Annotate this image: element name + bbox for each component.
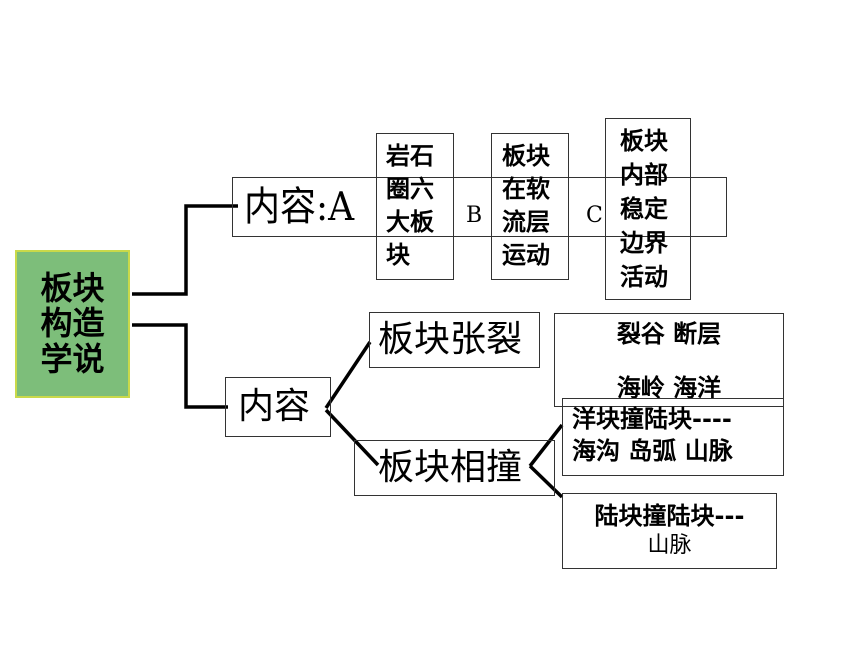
item-c-line-5: 活动 xyxy=(620,263,668,292)
collision-label: 板块相撞 xyxy=(378,447,523,488)
top-item-c-box xyxy=(605,118,691,300)
top-content-label: 内容:A xyxy=(244,184,355,230)
item-b-line-2: 在软 xyxy=(502,175,550,204)
rift-result-line-1: 裂谷 断层 xyxy=(616,320,722,348)
top-item-c-text: 板块 内部 稳定 边界 活动 xyxy=(620,124,668,294)
bottom-content-label: 内容 xyxy=(238,386,311,427)
item-c-line-2: 内部 xyxy=(620,161,668,190)
top-letter-c: C xyxy=(586,203,603,228)
item-a-line-4: 块 xyxy=(386,241,410,270)
continent-continent-line-1: 陆块撞陆块--- xyxy=(594,502,745,531)
top-item-a-box xyxy=(376,133,454,280)
item-a-line-2: 圈六 xyxy=(386,175,434,204)
rift-box xyxy=(369,312,540,368)
top-item-b-box xyxy=(491,133,569,280)
item-a-line-3: 大板 xyxy=(386,208,434,237)
rift-result-line-2: 海岭 海洋 xyxy=(616,374,722,402)
connector-root-to-top xyxy=(132,204,238,296)
item-b-line-1: 板块 xyxy=(502,142,550,170)
item-a-line-1: 岩石 xyxy=(386,142,434,170)
item-c-line-1: 板块 xyxy=(620,127,668,155)
root-line-1: 板块 xyxy=(40,269,105,308)
top-content-box xyxy=(232,177,727,237)
connector-collision-to-ocean xyxy=(528,423,564,468)
ocean-continent-text: 洋块撞陆块---- 海沟 岛弧 山脉 xyxy=(572,404,733,467)
item-b-line-3: 流层 xyxy=(502,208,550,237)
collision-box xyxy=(354,440,555,496)
top-item-b-text: 板块 在软 流层 运动 xyxy=(502,140,550,272)
root-line-3: 学说 xyxy=(40,339,105,378)
item-c-line-3: 稳定 xyxy=(620,195,668,224)
root-node: 板块 构造 学说 xyxy=(15,250,130,398)
continent-continent-box: 陆块撞陆块--- 山脉 xyxy=(562,493,777,569)
connector-root-to-bottom xyxy=(132,323,228,409)
top-letter-b: B xyxy=(466,203,483,228)
bottom-content-box xyxy=(225,377,331,437)
rift-label: 板块张裂 xyxy=(378,319,523,360)
root-line-2: 构造 xyxy=(40,304,105,343)
connector-collision-to-continent xyxy=(528,464,564,499)
item-b-line-4: 运动 xyxy=(502,241,550,270)
item-c-line-4: 边界 xyxy=(620,229,668,258)
rift-result-box: 裂谷 断层 海岭 海洋 xyxy=(554,313,784,407)
connector-content-to-rift xyxy=(324,341,372,409)
connector-content-to-collision xyxy=(324,408,380,467)
ocean-continent-line-2: 海沟 岛弧 山脉 xyxy=(572,436,733,465)
ocean-continent-line-1: 洋块撞陆块---- xyxy=(572,405,732,433)
top-item-a-text: 岩石 圈六 大板 块 xyxy=(386,140,434,272)
continent-continent-line-2: 山脉 xyxy=(647,533,692,559)
ocean-continent-box xyxy=(562,398,784,476)
